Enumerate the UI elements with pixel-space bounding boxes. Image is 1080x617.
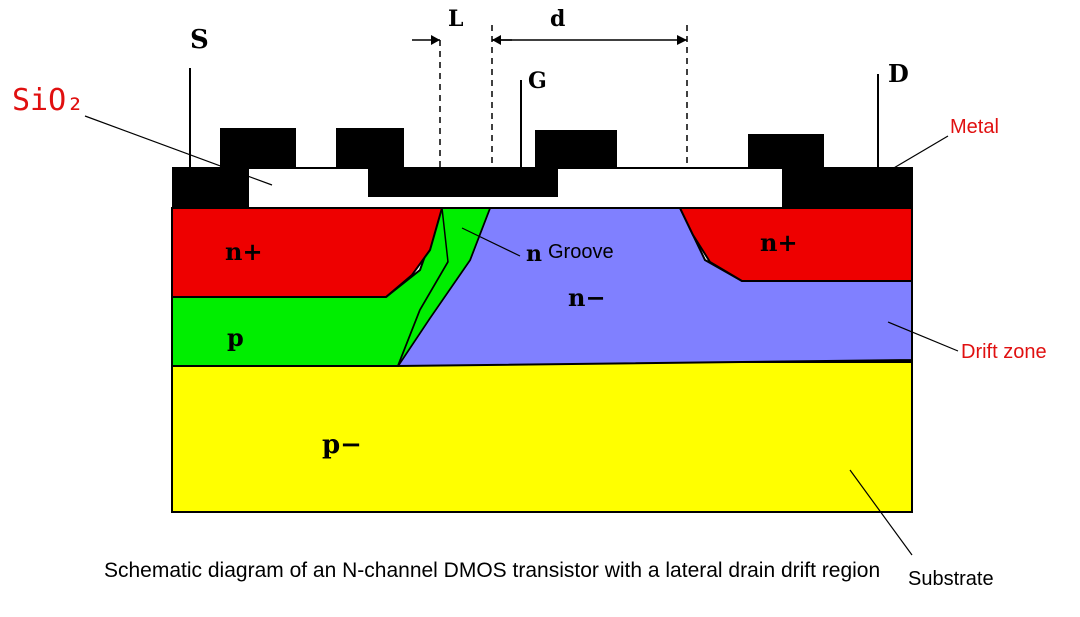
arrowhead (431, 35, 440, 45)
p-body-label: p (227, 323, 244, 352)
source-metal (172, 167, 248, 208)
diagram-caption: Schematic diagram of an N-channel DMOS t… (104, 559, 880, 582)
groove-leader (461, 227, 521, 257)
metal-leader (859, 135, 949, 189)
n-plus-source-region (171, 207, 444, 298)
substrate-label: Substrate (908, 568, 994, 590)
p-minus-label: p− (322, 430, 362, 460)
drift-zone-label: Drift zone (961, 341, 1047, 363)
gate-label: G (528, 68, 547, 94)
n-minus-label: n− (568, 283, 606, 312)
substrate-region (171, 361, 913, 513)
sio2-label: SiO₂ (12, 83, 84, 118)
source-label: S (190, 25, 209, 55)
groove-n-label: n (526, 241, 542, 267)
groove-label: Groove (548, 241, 614, 263)
arrowhead (677, 35, 687, 45)
metal-label: Metal (950, 116, 999, 138)
groove-region (397, 207, 492, 367)
n-plus-drain-label: n+ (760, 228, 798, 257)
metal-pad (336, 128, 404, 168)
channel-length-label: L (448, 6, 463, 32)
drift-zone-leader (887, 321, 959, 352)
substrate-leader (849, 469, 913, 556)
drain-label: D (888, 59, 909, 88)
drain-metal (783, 167, 913, 208)
sio2-leader (84, 115, 273, 186)
drift-length-label: d (550, 6, 565, 32)
gate-metal (368, 130, 617, 197)
n-plus-source-label: n+ (225, 237, 263, 266)
metal-pad (220, 128, 296, 168)
metal-pad (748, 134, 824, 168)
